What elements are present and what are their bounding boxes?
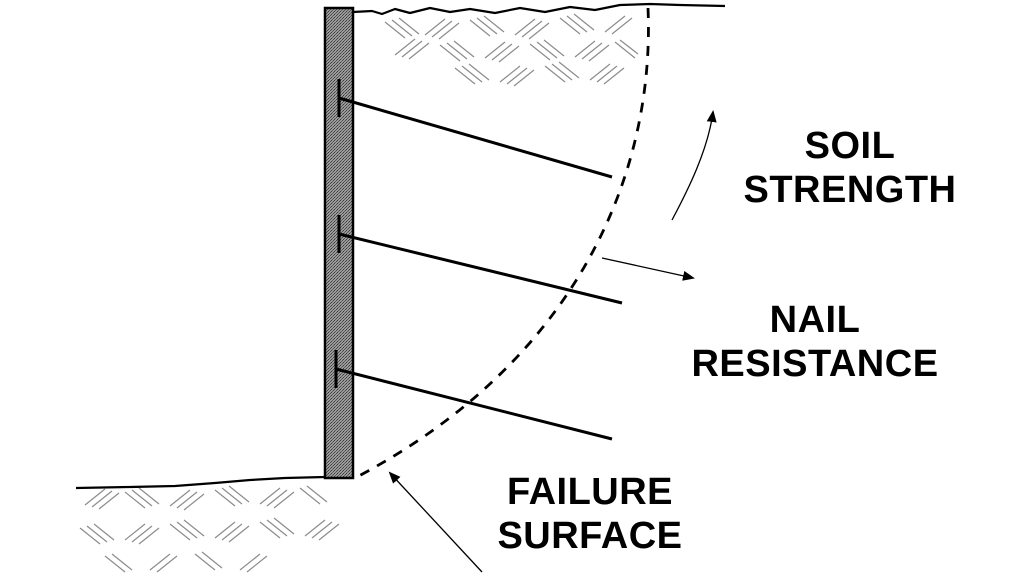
- soil-nail-2: [337, 215, 623, 305]
- soil-strength-line-1: SOIL: [804, 125, 896, 167]
- upper-soil-hatch: [384, 13, 639, 87]
- soil-strength-arrow: [671, 110, 717, 221]
- soil-nail-3: [334, 350, 613, 441]
- soil-strength-line-2: STRENGTH: [743, 169, 957, 211]
- lower-soil-hatch: [79, 485, 340, 573]
- failure-surface-line-2: SURFACE: [497, 515, 683, 557]
- lower-ground-surface: [75, 475, 326, 490]
- upper-ground-surface: [352, 2, 726, 16]
- soil-nail-1: [337, 79, 613, 179]
- soil-strength-label: SOIL STRENGTH: [700, 124, 1000, 212]
- nail-resistance-line-1: NAIL: [769, 299, 861, 341]
- nail-resistance-line-2: RESISTANCE: [691, 343, 939, 385]
- failure-surface-line-1: FAILURE: [506, 471, 674, 513]
- failure-surface-label: FAILURE SURFACE: [440, 470, 740, 558]
- nail-resistance-arrow: [601, 257, 695, 281]
- failure-surface-line: [354, 7, 650, 480]
- failure-surface-arrow: [388, 471, 483, 573]
- nail-resistance-label: NAIL RESISTANCE: [655, 298, 975, 386]
